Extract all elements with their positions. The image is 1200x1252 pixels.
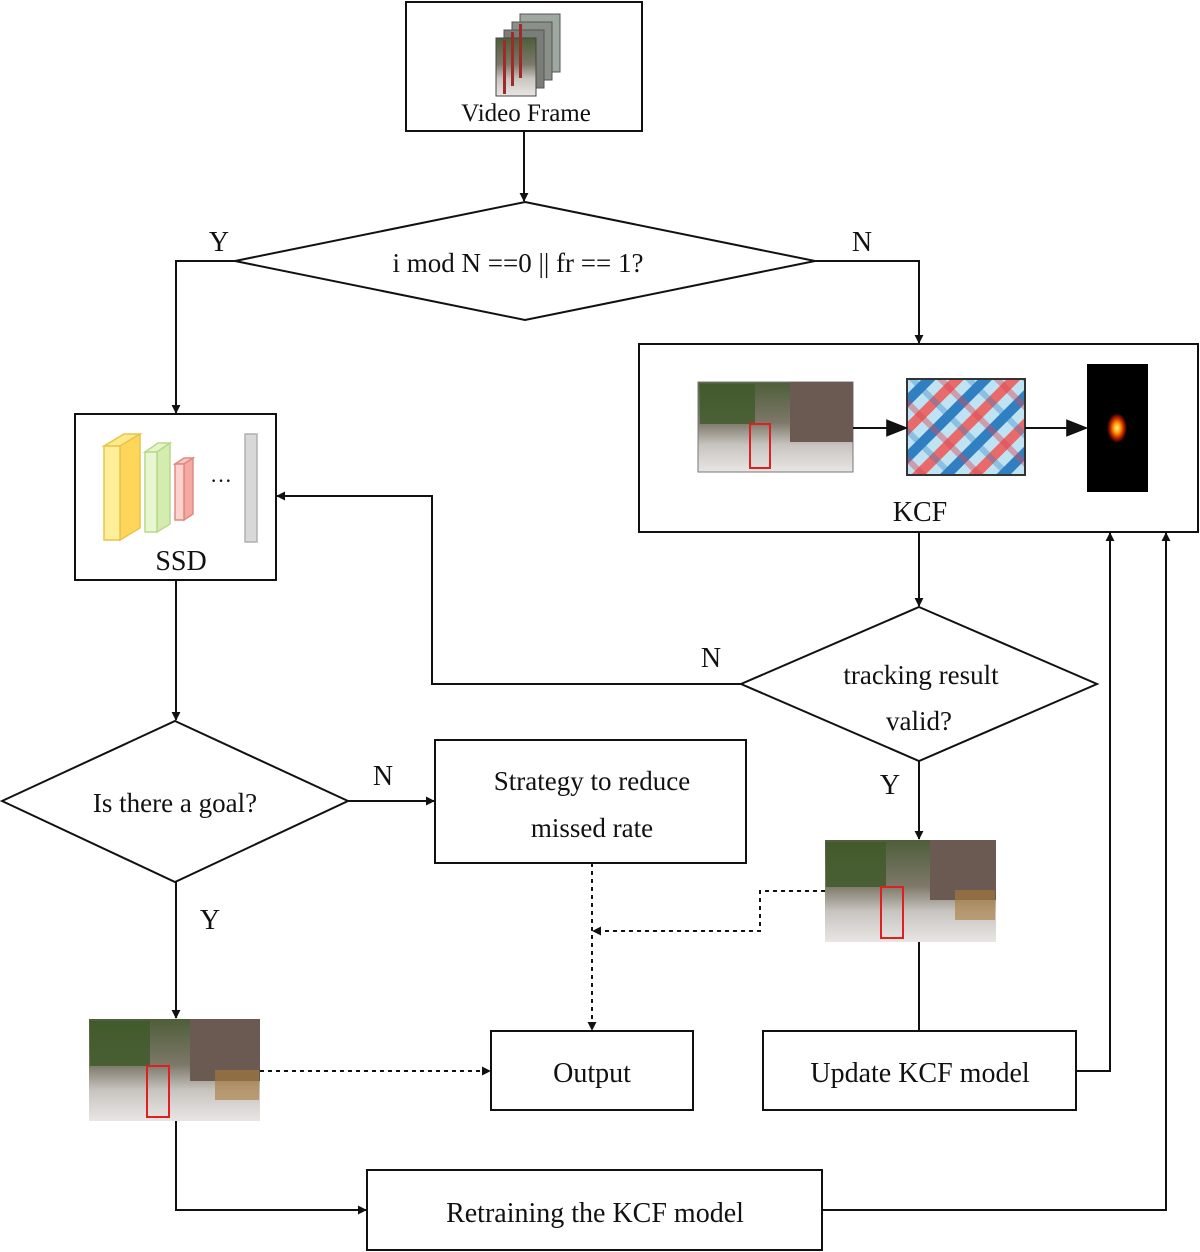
kcf-node: KCF <box>638 343 1199 533</box>
goal-decision-label: Is there a goal? <box>93 788 257 818</box>
valid-yes-label: Y <box>880 770 900 801</box>
output-node: Output <box>490 1030 694 1111</box>
mod-yes-label: Y <box>209 227 229 258</box>
retrain-kcf-label: Retraining the KCF model <box>446 1198 744 1229</box>
tracking-valid-line2: valid? <box>886 706 952 736</box>
video-frame-stack-icon <box>495 13 561 97</box>
valid-no-label: N <box>701 643 721 674</box>
mod-no-label: N <box>852 227 872 258</box>
edge-valid-no-to-ssd <box>276 491 741 685</box>
tracking-valid-decision-node: tracking result valid? <box>738 605 1100 763</box>
update-kcf-node: Update KCF model <box>762 1030 1077 1111</box>
video-frame-label: Video Frame <box>461 100 591 127</box>
mod-decision-label: i mod N ==0 || fr == 1? <box>393 248 644 278</box>
update-kcf-label: Update KCF model <box>810 1058 1030 1089</box>
ssd-network-layers-icon <box>101 432 258 543</box>
retrain-kcf-node: Retraining the KCF model <box>366 1169 823 1251</box>
tracking-valid-line1: tracking result <box>843 660 999 690</box>
tracking-result-image <box>825 840 996 942</box>
mod-decision-node: i mod N ==0 || fr == 1? <box>234 200 816 322</box>
edge-tracking-image-to-output-dotted <box>592 890 825 936</box>
goal-decision-node: Is there a goal? <box>0 719 351 884</box>
kcf-input-frame-image <box>697 381 854 473</box>
ssd-ellipsis-label: ··· <box>210 468 232 493</box>
output-label: Output <box>553 1058 631 1089</box>
kcf-label: KCF <box>893 497 947 528</box>
edge-retrain-to-kcf <box>822 532 1171 1211</box>
edge-update-to-kcf <box>1076 532 1115 1072</box>
goal-yes-label: Y <box>200 905 220 936</box>
strategy-line1: Strategy to reduce <box>494 766 690 796</box>
edge-decision-yes-to-ssd <box>171 260 235 414</box>
kcf-response-map-image <box>1087 364 1148 492</box>
goal-no-label: N <box>373 761 393 792</box>
edge-detection-to-retrain <box>175 1121 367 1215</box>
kcf-kernel-matrix-image <box>906 378 1026 476</box>
ssd-node: ··· SSD <box>74 413 277 581</box>
strategy-line2: missed rate <box>531 813 653 843</box>
video-frame-node: Video Frame <box>405 1 643 132</box>
strategy-node: Strategy to reduce missed rate <box>434 739 747 864</box>
detection-result-image <box>89 1019 260 1121</box>
edge-decision-no-to-kcf <box>815 260 924 344</box>
ssd-label: SSD <box>155 546 206 577</box>
